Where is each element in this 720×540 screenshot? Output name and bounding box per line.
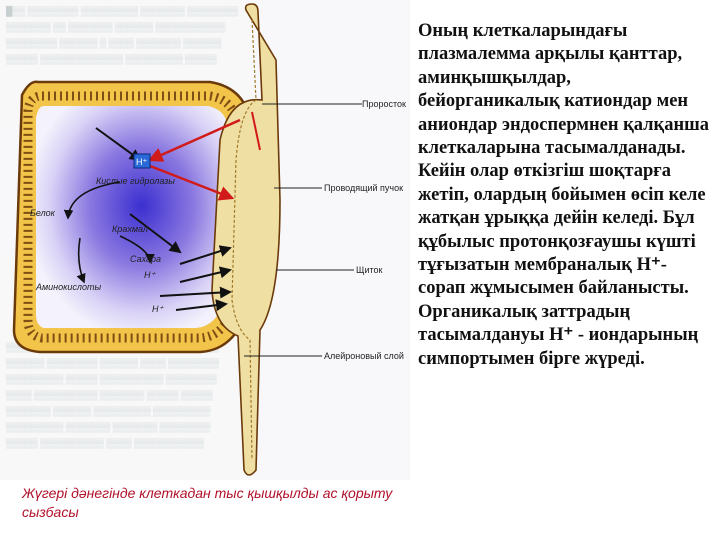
- label-provodyashchiy-puchok: Проводящий пучок: [324, 183, 403, 193]
- svg-text:▒▒▒▒▒▒▒ ▒▒ ▒▒▒▒▒▒▒ ▒▒▒▒▒▒ ▒▒▒▒: ▒▒▒▒▒▒▒ ▒▒ ▒▒▒▒▒▒▒ ▒▒▒▒▒▒ ▒▒▒▒▒▒▒▒▒▒▒: [6, 22, 226, 33]
- svg-text:▒▒▒▒▒ ▒▒▒▒▒▒▒▒▒▒▒▒▒ ▒▒▒▒▒▒▒▒▒: ▒▒▒▒▒ ▒▒▒▒▒▒▒▒▒▒▒▒▒ ▒▒▒▒▒▒▒▒▒ ▒▒▒▒▒: [6, 54, 217, 65]
- label-aminokisloty: Аминокислоты: [35, 282, 101, 292]
- label-kislye-gidrolazy: Кислые гидролазы: [96, 176, 175, 186]
- vascular-bundle-line: [231, 19, 257, 461]
- svg-text:▒▒▒▒▒▒▒▒▒ ▒▒▒▒▒▒▒ ▒▒▒▒▒▒▒ ▒▒▒▒: ▒▒▒▒▒▒▒▒▒ ▒▒▒▒▒▒▒ ▒▒▒▒▒▒▒ ▒▒▒▒▒▒▒▒: [6, 422, 211, 433]
- label-prorostok: Проросток: [362, 99, 406, 109]
- label-krakhmal: Крахмал: [112, 224, 148, 234]
- label-hplus-2: H⁺: [152, 304, 164, 314]
- svg-text:▒▒▒▒▒▒▒▒▒ ▒▒▒▒▒ ▒▒▒▒▒▒▒▒▒▒ ▒▒▒: ▒▒▒▒▒▒▒▒▒ ▒▒▒▒▒ ▒▒▒▒▒▒▒▒▒▒ ▒▒▒▒▒▒▒▒: [6, 374, 217, 385]
- svg-text:▒▒▒▒▒▒ ▒▒▒▒▒▒▒▒ ▒▒▒▒▒▒ ▒▒▒▒ ▒▒: ▒▒▒▒▒▒ ▒▒▒▒▒▒▒▒ ▒▒▒▒▒▒ ▒▒▒▒ ▒▒▒▒▒▒▒▒: [6, 358, 220, 369]
- svg-text:▒▒▒▒▒ ▒▒▒▒▒▒▒▒▒▒ ▒▒▒▒ ▒▒▒▒▒▒▒▒: ▒▒▒▒▒ ▒▒▒▒▒▒▒▒▒▒ ▒▒▒▒ ▒▒▒▒▒▒▒▒▒▒▒: [6, 438, 205, 449]
- body-paragraph: Оның клеткаларындағы плазмалемма арқылы …: [418, 21, 709, 369]
- seedling: [211, 3, 281, 476]
- leader-lines: [244, 103, 362, 357]
- proton-box-label: H⁺: [136, 157, 147, 167]
- svg-text:▒▒▒▒ ▒▒▒▒▒▒▒▒▒▒ ▒▒▒▒▒▒▒ ▒▒▒▒▒: ▒▒▒▒ ▒▒▒▒▒▒▒▒▒▒ ▒▒▒▒▒▒▒ ▒▒▒▒▒ ▒▒▒▒▒: [6, 390, 213, 401]
- svg-text:▒▒▒▒▒▒▒ ▒▒▒▒▒▒ ▒▒▒▒▒▒▒▒▒ ▒▒▒▒▒: ▒▒▒▒▒▒▒ ▒▒▒▒▒▒ ▒▒▒▒▒▒▒▒▒ ▒▒▒▒▒▒▒▒▒: [6, 406, 211, 417]
- transport-arrows: [63, 111, 261, 312]
- endosperm: [36, 106, 228, 328]
- figure-caption: Жүгері дәнегінде клеткадан тыс қышқылды …: [22, 485, 393, 520]
- label-shchitok: Щиток: [356, 265, 382, 275]
- label-sakhara: Сахара: [130, 254, 161, 264]
- label-belok: Белок: [30, 208, 56, 218]
- svg-text:█▒▒ ▒▒▒▒▒▒▒▒ ▒▒▒▒▒▒▒▒▒ ▒▒▒▒▒▒▒: █▒▒ ▒▒▒▒▒▒▒▒ ▒▒▒▒▒▒▒▒▒ ▒▒▒▒▒▒▒ ▒▒▒▒▒▒▒▒: [6, 5, 239, 17]
- proton-box: [133, 153, 151, 169]
- label-hplus-1: H⁺: [144, 270, 156, 280]
- label-aleyronovyy-sloy: Алейроновый слой: [324, 351, 404, 361]
- svg-text:▒▒▒▒▒▒▒▒ ▒▒▒▒▒▒ ▒ ▒▒▒▒ ▒▒▒▒▒▒▒: ▒▒▒▒▒▒▒▒ ▒▒▒▒▒▒ ▒ ▒▒▒▒ ▒▒▒▒▒▒▒ ▒▒▒▒▒▒: [6, 38, 222, 49]
- seed-diagram: █▒▒ ▒▒▒▒▒▒▒▒ ▒▒▒▒▒▒▒▒▒ ▒▒▒▒▒▒▒ ▒▒▒▒▒▒▒▒ …: [6, 3, 407, 476]
